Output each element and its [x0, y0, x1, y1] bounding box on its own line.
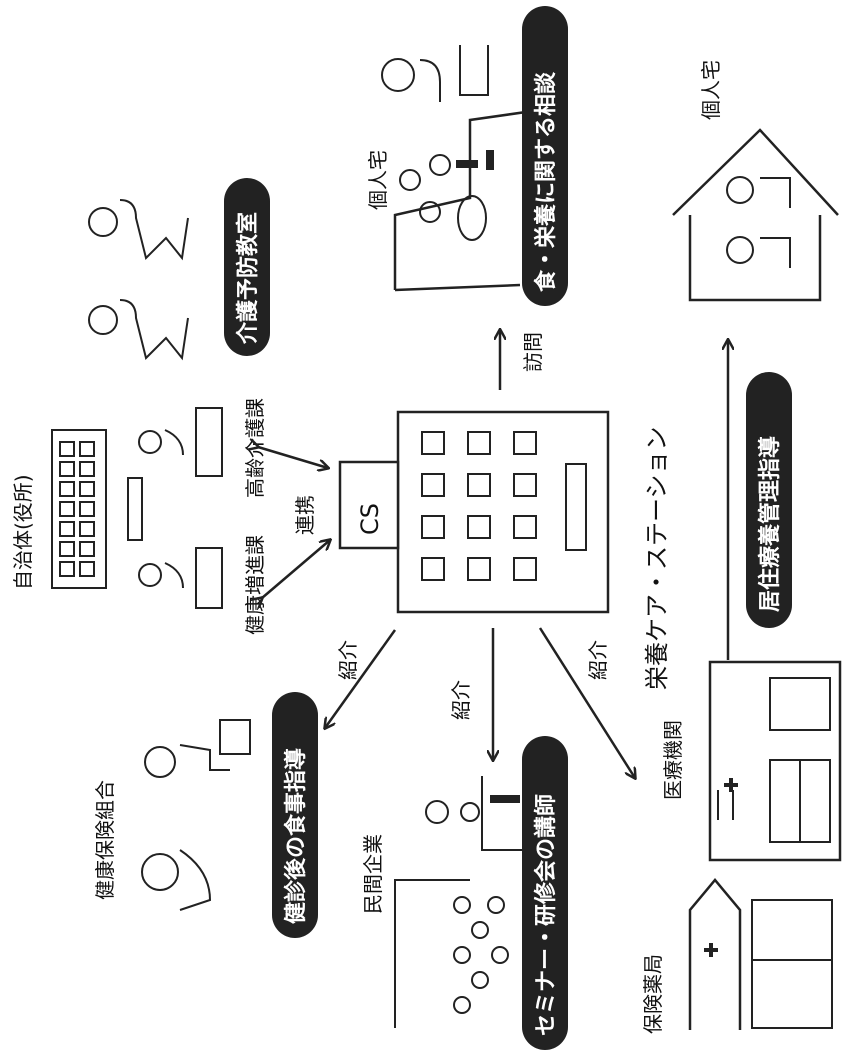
link-label: 連携	[293, 495, 317, 535]
house-label-top: 個人宅	[366, 150, 390, 210]
medical-institution-title: 医療機関	[661, 720, 685, 800]
link-arrows: 連携	[258, 447, 330, 598]
hospital-building-icon	[710, 662, 840, 860]
care-station-name: 栄養ケア・ステーション	[643, 426, 671, 690]
dept-label-health: 健康増進課	[243, 535, 267, 635]
referral-arrow-health-insurance: 紹介	[325, 630, 395, 728]
referral-label: 紹介	[586, 640, 610, 680]
staff-person-icon	[139, 548, 222, 608]
health-insurance-people	[142, 720, 250, 910]
svg-text:セミナー・研修会の講師: セミナー・研修会の講師	[533, 794, 559, 1036]
pill-seminar-lecturer: セミナー・研修会の講師	[522, 736, 568, 1050]
referral-label: 紹介	[449, 680, 473, 720]
house-label-right: 個人宅	[699, 60, 723, 120]
visit-label: 訪問	[521, 332, 545, 372]
referral-label: 紹介	[336, 640, 360, 680]
pill-post-checkup-guidance: 健診後の食事指導	[272, 692, 318, 938]
svg-text:居住療養管理指導: 居住療養管理指導	[757, 436, 783, 612]
pharmacy-building-icon	[690, 880, 832, 1030]
pill-home-care-guidance: 居住療養管理指導	[746, 372, 792, 628]
svg-text:食・栄養に関する相談: 食・栄養に関する相談	[533, 71, 559, 292]
private-company-title: 民間企業	[361, 834, 385, 914]
svg-text:健診後の食事指導: 健診後の食事指導	[283, 748, 309, 924]
municipality-building-icon	[52, 430, 142, 588]
house-icon-right	[673, 130, 838, 300]
svg-text:介護予防教室: 介護予防教室	[235, 212, 261, 345]
pill-food-consultation: 食・栄養に関する相談	[522, 6, 568, 306]
referral-arrow-private-company: 紹介	[449, 628, 493, 760]
prevention-class-people	[89, 200, 188, 358]
visit-arrow: 訪問	[500, 330, 545, 390]
staff-person-icon	[139, 408, 222, 476]
house-consultation-icon	[382, 45, 540, 290]
pill-prevention-class: 介護予防教室	[224, 178, 270, 356]
care-station-building: CS	[340, 412, 608, 612]
municipality-title: 自治体(役所)	[11, 474, 35, 590]
cs-badge: CS	[356, 503, 384, 535]
municipality-office: 自治体(役所) 健康増進	[11, 398, 267, 635]
health-insurance-title: 健康保険組合	[93, 780, 117, 900]
pharmacy-title: 保険薬局	[641, 954, 665, 1034]
